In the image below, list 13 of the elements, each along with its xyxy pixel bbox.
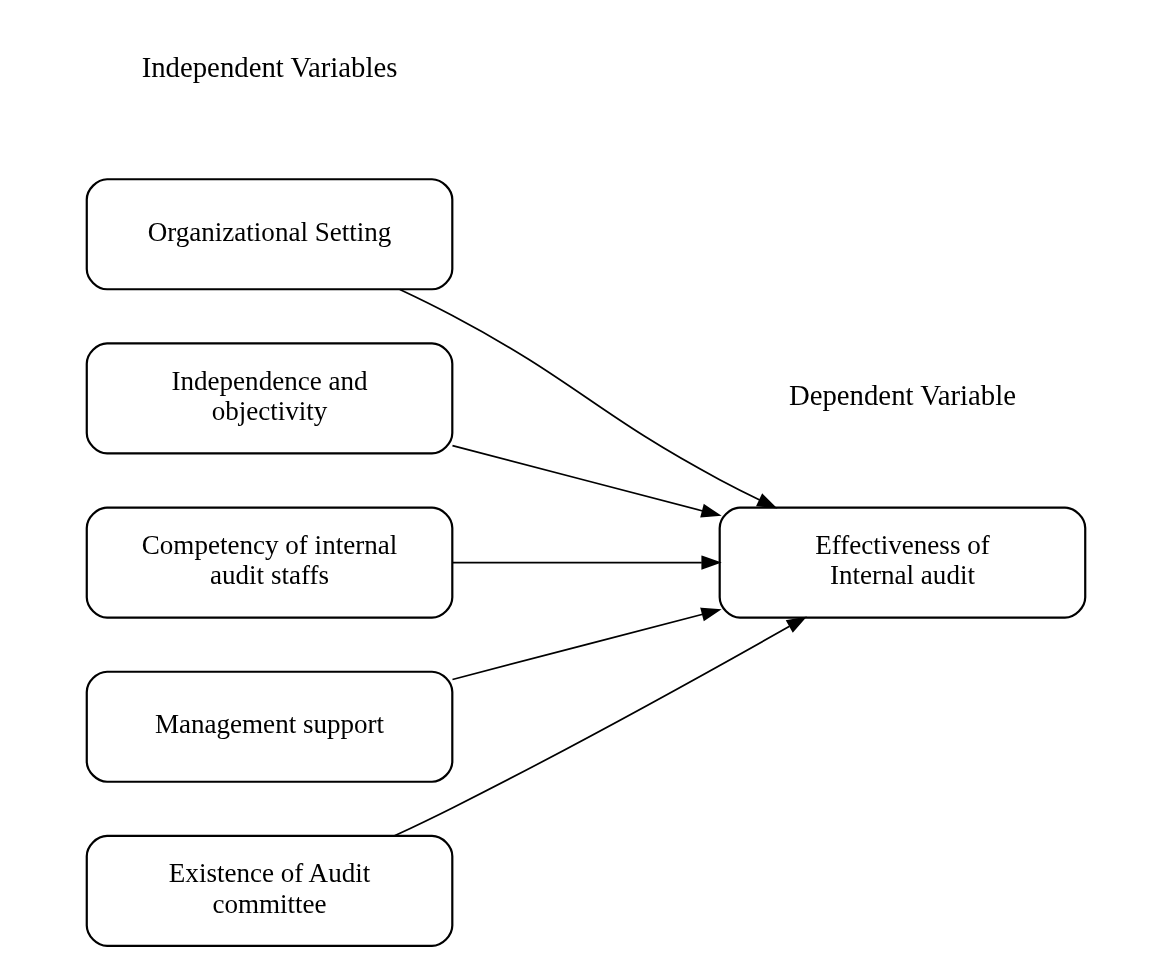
arrow [451, 607, 722, 681]
arrow [451, 555, 722, 570]
arrow [399, 288, 778, 509]
node-box: Effectiveness of Internal audit [718, 506, 1087, 619]
label: Independent Variables [141, 51, 398, 84]
node-box: Management support [85, 670, 454, 783]
label: Dependent Variable [788, 379, 1016, 412]
node-box: Independence and objectivity [85, 342, 454, 455]
arrow [393, 616, 807, 837]
node-box: Existence of Audit committee [85, 834, 454, 947]
node-box: Competency of internal audit staffs [85, 506, 454, 619]
node-box: Organizational Setting [85, 178, 454, 291]
arrow [451, 444, 722, 518]
